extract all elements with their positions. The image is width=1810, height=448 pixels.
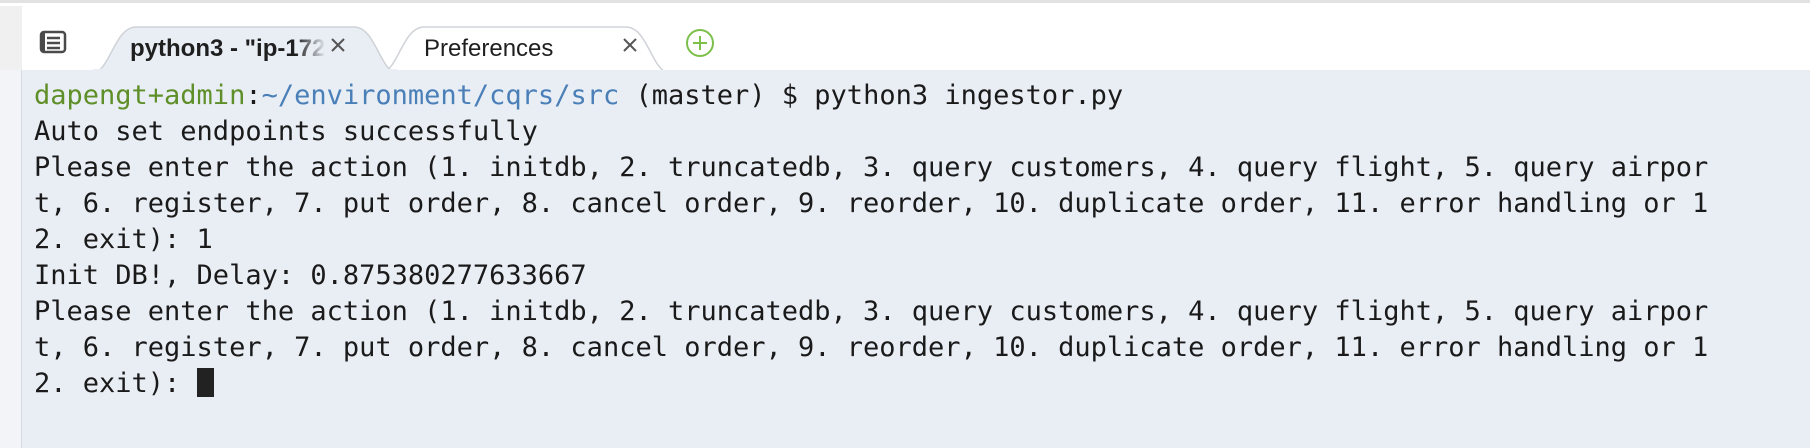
prompt-branch: (master) $	[619, 80, 815, 111]
terminal-line: Please enter the action (1. initdb, 2. t…	[34, 296, 1709, 327]
prompt-separator: :	[245, 80, 262, 111]
terminal-line: Auto set endpoints successfully	[34, 116, 538, 147]
terminal-prompt-line: dapengt+admin:~/environment/cqrs/src (ma…	[34, 78, 1810, 114]
terminal-line: Please enter the action (1. initdb, 2. t…	[34, 152, 1709, 183]
terminal-gutter	[0, 70, 22, 448]
terminal-input-line[interactable]: 2. exit):	[34, 366, 1810, 402]
list-menu-icon[interactable]	[38, 29, 70, 57]
tab-bar-gutter	[0, 6, 22, 70]
prompt-command: python3 ingestor.py	[814, 80, 1124, 111]
close-icon[interactable]	[618, 33, 642, 57]
tab-preferences[interactable]: Preferences	[380, 25, 670, 70]
terminal-line: t, 6. register, 7. put order, 8. cancel …	[34, 332, 1709, 363]
input-prompt: 2. exit):	[34, 368, 197, 399]
tab-label: python3 - "ip-172	[130, 35, 324, 62]
tab-label-fade	[296, 31, 326, 65]
tab-bar: Preferences python3 - "ip-172	[0, 0, 1810, 70]
close-icon[interactable]	[326, 33, 350, 57]
tab-python3-terminal[interactable]: python3 - "ip-172	[92, 25, 398, 70]
terminal-cursor	[196, 368, 214, 397]
terminal-line: 2. exit): 1	[34, 224, 213, 255]
terminal-line: t, 6. register, 7. put order, 8. cancel …	[34, 188, 1709, 219]
terminal-line: Init DB!, Delay: 0.875380277633667	[34, 260, 587, 291]
tab-label: Preferences	[424, 35, 554, 62]
plus-circle-icon[interactable]	[684, 27, 716, 59]
prompt-path: ~/environment/cqrs/src	[261, 80, 620, 111]
prompt-user: dapengt+admin	[34, 80, 246, 111]
terminal-output[interactable]: dapengt+admin:~/environment/cqrs/src (ma…	[22, 70, 1810, 448]
